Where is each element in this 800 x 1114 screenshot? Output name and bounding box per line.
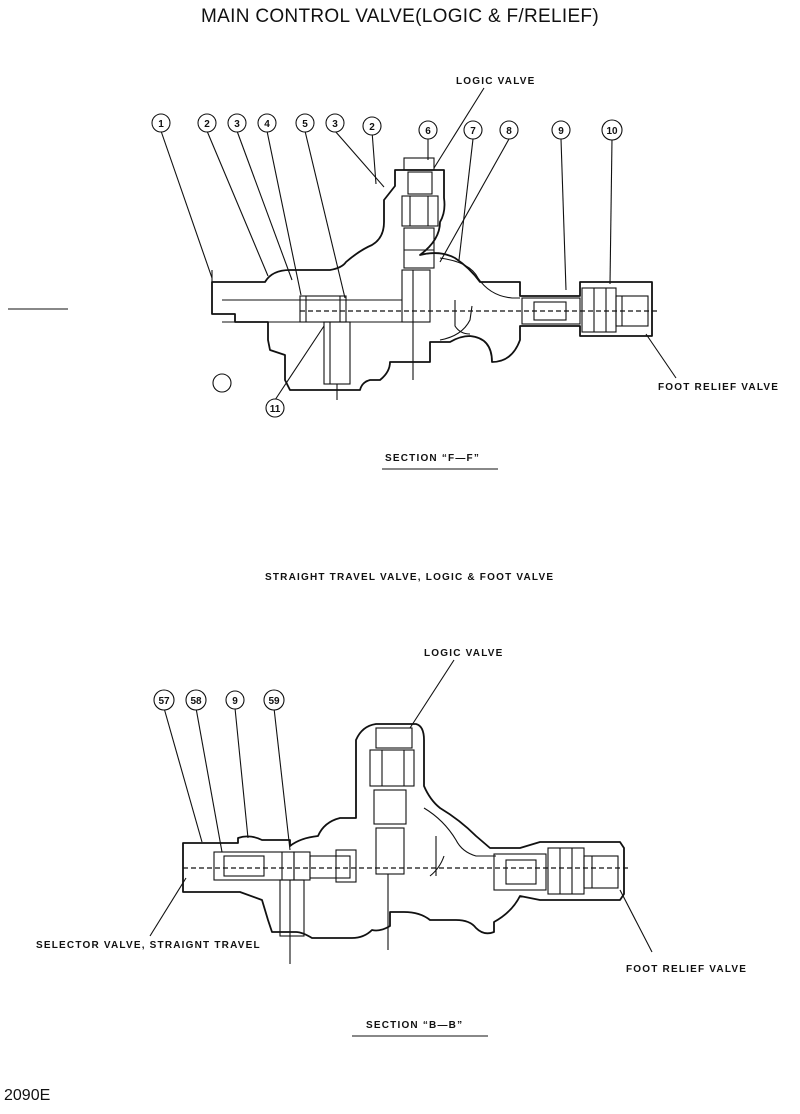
callout-58: 58 bbox=[185, 689, 207, 711]
section-bb-caption: SECTION “B—B” bbox=[366, 1020, 463, 1031]
logic-valve-label-top: LOGIC VALVE bbox=[456, 76, 536, 87]
callout-9: 9 bbox=[551, 120, 571, 140]
section-bb-leaders bbox=[149, 659, 653, 953]
svg-text:3: 3 bbox=[332, 119, 338, 130]
svg-text:4: 4 bbox=[264, 119, 270, 130]
callout-4: 4 bbox=[257, 113, 277, 133]
callout-2b: 2 bbox=[362, 116, 382, 136]
section-ff-leaders bbox=[160, 87, 677, 401]
svg-text:58: 58 bbox=[190, 696, 202, 707]
svg-text:9: 9 bbox=[232, 696, 238, 707]
section-ff-callouts: 1 2 3 4 5 3 2 6 7 8 9 10 11 bbox=[151, 113, 623, 418]
svg-text:9: 9 bbox=[558, 126, 564, 137]
callout-3b: 3 bbox=[325, 113, 345, 133]
svg-text:5: 5 bbox=[302, 119, 308, 130]
foot-relief-label-top: FOOT RELIEF VALVE bbox=[658, 382, 779, 393]
section-bb-drawing bbox=[182, 723, 630, 964]
svg-text:8: 8 bbox=[506, 126, 512, 137]
svg-text:6: 6 bbox=[425, 126, 431, 137]
section-ff-caption: SECTION “F—F” bbox=[385, 453, 480, 464]
callout-1: 1 bbox=[151, 113, 171, 133]
page-code: 2090E bbox=[4, 1087, 51, 1104]
callout-5: 5 bbox=[295, 113, 315, 133]
callout-57: 57 bbox=[153, 689, 175, 711]
section-ff-drawing bbox=[8, 157, 660, 400]
callout-2: 2 bbox=[197, 113, 217, 133]
callout-6: 6 bbox=[418, 120, 438, 140]
svg-text:7: 7 bbox=[470, 126, 476, 137]
callout-3: 3 bbox=[227, 113, 247, 133]
callout-10: 10 bbox=[601, 119, 623, 141]
page-title: MAIN CONTROL VALVE(LOGIC & F/RELIEF) bbox=[201, 6, 599, 27]
middle-caption: STRAIGHT TRAVEL VALVE, LOGIC & FOOT VALV… bbox=[265, 572, 554, 583]
selector-valve-label: SELECTOR VALVE, STRAIGNT TRAVEL bbox=[36, 940, 261, 951]
section-bb-callouts: 57 58 9 59 bbox=[153, 689, 285, 711]
foot-relief-label-bottom: FOOT RELIEF VALVE bbox=[626, 964, 747, 975]
svg-text:2: 2 bbox=[369, 122, 375, 133]
svg-text:1: 1 bbox=[158, 119, 164, 130]
svg-text:3: 3 bbox=[234, 119, 240, 130]
svg-text:11: 11 bbox=[270, 404, 281, 415]
callout-11: 11 bbox=[265, 398, 285, 418]
svg-text:10: 10 bbox=[606, 126, 618, 137]
callout-59: 59 bbox=[263, 689, 285, 711]
callout-9b: 9 bbox=[225, 690, 245, 710]
logic-valve-label-bottom: LOGIC VALVE bbox=[424, 648, 504, 659]
svg-text:2: 2 bbox=[204, 119, 210, 130]
svg-text:59: 59 bbox=[268, 696, 280, 707]
callout-7: 7 bbox=[463, 120, 483, 140]
callout-8: 8 bbox=[499, 120, 519, 140]
svg-text:57: 57 bbox=[158, 696, 170, 707]
